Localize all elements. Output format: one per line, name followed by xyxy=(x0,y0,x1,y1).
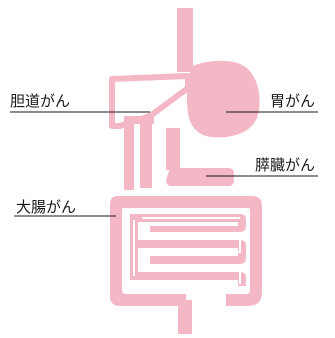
duodenum-bend xyxy=(124,116,134,190)
pancreas-cancer-label: 膵臓がん xyxy=(255,156,316,174)
pancreas-tail-connector xyxy=(170,150,180,170)
duodenum-upper xyxy=(124,116,154,124)
esophagus xyxy=(177,8,193,72)
small-intestine-coil-1 xyxy=(130,214,246,286)
small-intestine-gap xyxy=(140,224,236,226)
large-intestine-cancer-label: 大腸がん xyxy=(16,198,77,216)
bile-duct xyxy=(140,116,152,188)
rectum xyxy=(178,300,192,334)
stomach xyxy=(186,60,260,138)
coil-highlight-3 xyxy=(144,267,241,284)
large-intestine xyxy=(110,196,262,306)
coil-highlight-2 xyxy=(142,235,241,253)
stomach-cancer-label: 胃がん xyxy=(270,92,316,110)
pancreas xyxy=(166,168,234,186)
gallbladder-cancer-label: 胆道がん xyxy=(10,92,71,110)
